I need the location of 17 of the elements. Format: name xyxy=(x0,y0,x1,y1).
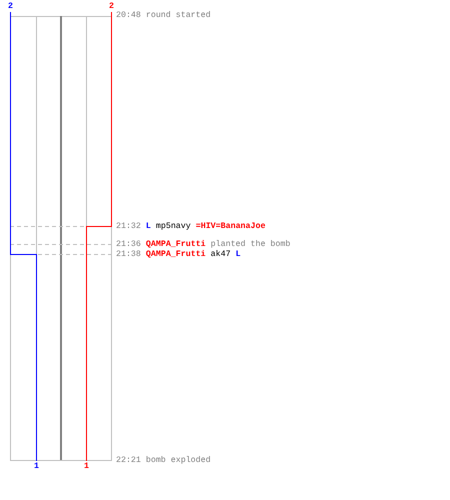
event-text: L xyxy=(236,250,241,259)
event-text: planted the bomb xyxy=(210,240,290,249)
event-text: 21:36 xyxy=(116,240,141,249)
event-text: 20:48 round started xyxy=(116,11,211,20)
event-text: mp5navy xyxy=(156,222,191,231)
event-text: 21:38 xyxy=(116,250,141,259)
event-text: QAMPA_Frutti xyxy=(146,240,206,249)
event-text: 21:32 xyxy=(116,222,141,231)
event-text: QAMPA_Frutti xyxy=(146,250,206,259)
team-count: 1 xyxy=(34,462,39,471)
event-text: ak47 xyxy=(210,250,231,259)
team-count: 1 xyxy=(84,462,89,471)
team-count: 2 xyxy=(109,2,114,11)
event-text: 22:21 bomb exploded xyxy=(116,456,211,465)
event-text: =HIV=BananaJoe xyxy=(196,222,266,231)
event-text: L xyxy=(146,222,151,231)
team-count: 2 xyxy=(8,2,13,11)
